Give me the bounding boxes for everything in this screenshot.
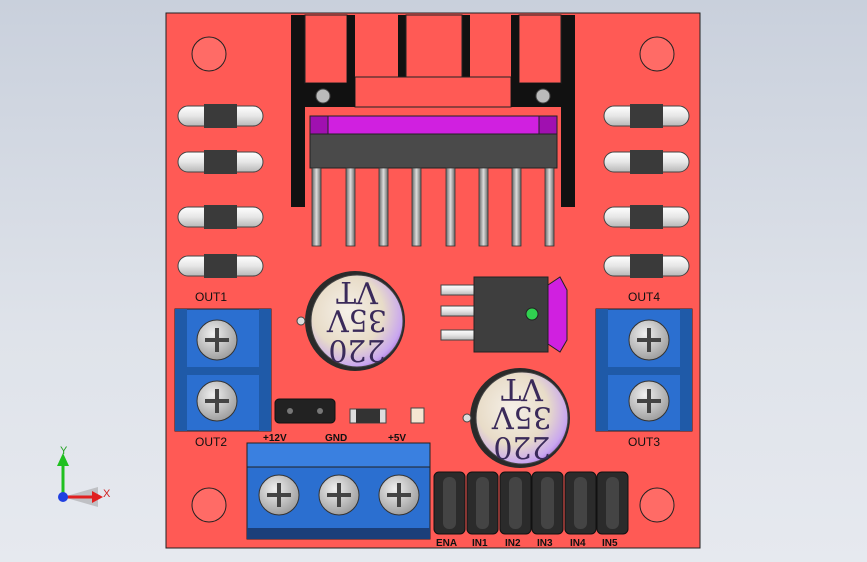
header-pin-in2 [499,471,532,535]
cap1-series: VT [336,274,379,309]
capacitor-1[interactable]: 220 35V VT [296,271,405,371]
control-header[interactable] [433,471,629,535]
label-out3: OUT3 [628,435,660,449]
voltage-regulator[interactable] [440,276,568,353]
power-led [525,307,539,321]
diode-r3 [603,205,690,229]
label-out1: OUT1 [195,290,227,304]
header-pin-in3 [531,471,564,535]
heatsink-screw-left [315,88,331,104]
l298n-chip[interactable] [309,115,558,169]
cap1-value: 220 [328,332,385,367]
jumper-12v[interactable] [274,398,336,424]
cap2-series: VT [501,371,544,406]
mounting-holes [191,36,675,523]
diode-l4 [177,254,264,278]
screw-icon [196,319,238,361]
screw-icon [628,380,670,422]
header-pin-in1 [466,471,499,535]
mounting-hole-tr [639,36,675,72]
heatsink-screw-right [535,88,551,104]
label-in5: IN5 [602,538,618,549]
screw-icon [258,474,300,516]
label-in3: IN3 [537,538,553,549]
smd-led [410,407,425,424]
cap2-voltage: 35V [491,399,552,434]
cap2-value: 220 [493,429,550,464]
diode-l3 [177,205,264,229]
header-pin-in4 [564,471,597,535]
mounting-hole-tl [191,36,227,72]
label-5v: +5V [388,433,406,444]
label-in2: IN2 [505,538,521,549]
label-12v: +12V [263,433,287,444]
label-out2: OUT2 [195,435,227,449]
diode-r4 [603,254,690,278]
label-in1: IN1 [472,538,488,549]
screw-icon [378,474,420,516]
screw-icon [628,319,670,361]
label-in4: IN4 [570,538,586,549]
mounting-hole-bl [191,487,227,523]
diodes-left[interactable] [177,104,264,278]
label-ena: ENA [436,538,457,549]
diode-r2 [603,150,690,174]
cap1-voltage: 35V [326,302,387,337]
screw-icon [196,380,238,422]
diodes-right[interactable] [603,104,690,278]
screw-icon [318,474,360,516]
power-terminal-block[interactable] [246,442,431,540]
mounting-hole-br [639,487,675,523]
triad-x-label: X [103,488,111,500]
capacitor-2[interactable]: 220 35V VT [462,368,570,468]
diode-l2 [177,150,264,174]
terminal-block-left[interactable] [174,308,272,432]
terminal-block-right[interactable] [595,308,693,432]
orientation-triad: Y X [57,445,111,507]
smd-resistor [349,408,387,424]
triad-y-label: Y [60,445,68,457]
label-out4: OUT4 [628,290,660,304]
diode-r1 [603,104,690,128]
header-pin-ena [433,471,466,535]
chip-pins [311,167,555,247]
label-gnd: GND [325,433,347,444]
header-pin-in5 [596,471,629,535]
diode-l1 [177,104,264,128]
heatsink [291,14,575,207]
